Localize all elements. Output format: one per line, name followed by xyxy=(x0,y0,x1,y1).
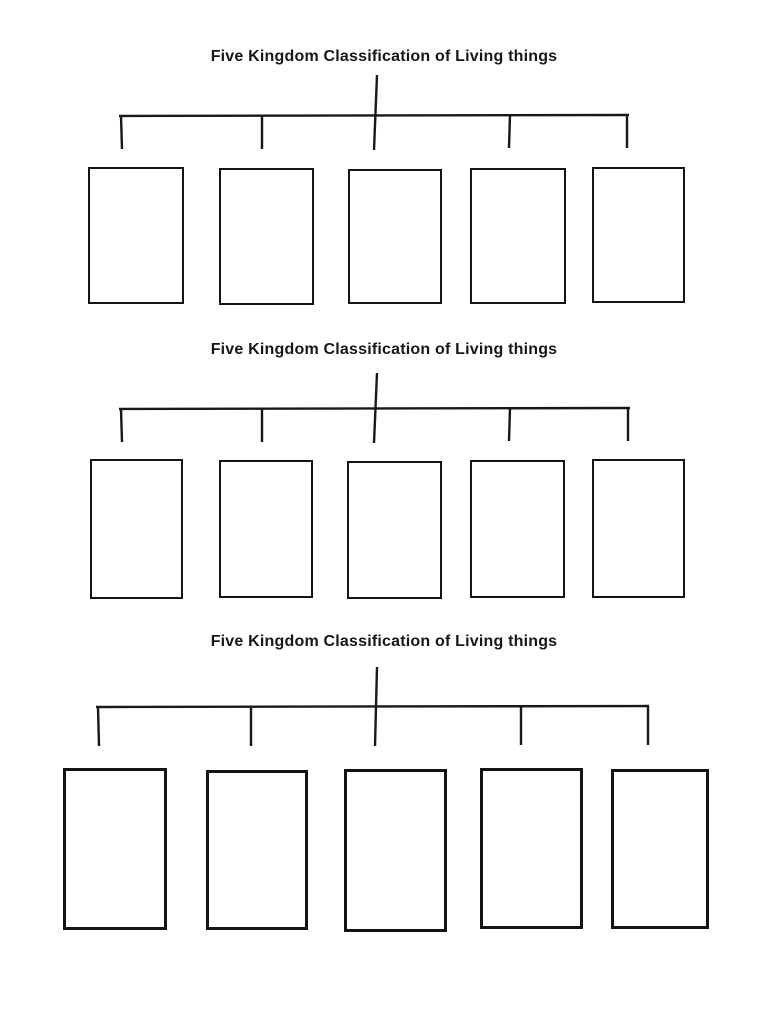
connector-stem xyxy=(372,372,379,444)
section-2-tree-connector xyxy=(118,372,631,444)
section-3-kingdom-box-4 xyxy=(480,768,583,929)
connector-drop-1 xyxy=(119,115,124,150)
connector-stem xyxy=(373,666,379,747)
connector-horizontal xyxy=(118,113,630,118)
section-1-title: Five Kingdom Classification of Living th… xyxy=(210,48,558,65)
section-1-kingdom-box-3 xyxy=(348,169,442,304)
section-2-kingdom-box-5 xyxy=(592,459,685,598)
section-3-kingdom-box-3 xyxy=(344,769,447,932)
connector-drop-4 xyxy=(507,114,512,149)
section-2-kingdom-box-1 xyxy=(90,459,183,599)
section-2-title: Five Kingdom Classification of Living th… xyxy=(210,341,558,358)
section-1-kingdom-box-5 xyxy=(592,167,685,303)
connector-drop-4 xyxy=(507,407,512,442)
section-2-kingdom-box-3 xyxy=(347,461,442,599)
section-3-tree-connector xyxy=(95,666,650,747)
connector-stem xyxy=(372,74,379,151)
connector-horizontal xyxy=(118,406,631,411)
section-3-title: Five Kingdom Classification of Living th… xyxy=(210,633,558,650)
section-3-kingdom-box-5 xyxy=(611,769,709,929)
section-1-kingdom-box-2 xyxy=(219,168,314,305)
section-2-kingdom-box-4 xyxy=(470,460,565,598)
connector-drop-1 xyxy=(96,706,101,747)
section-3-kingdom-box-2 xyxy=(206,770,308,930)
connector-drop-1 xyxy=(119,408,124,443)
section-2-kingdom-box-2 xyxy=(219,460,313,598)
section-1-tree-connector xyxy=(118,74,630,151)
section-3-kingdom-box-1 xyxy=(63,768,167,930)
section-1-kingdom-box-4 xyxy=(470,168,566,304)
section-1-kingdom-box-1 xyxy=(88,167,184,304)
connector-horizontal xyxy=(95,704,650,709)
